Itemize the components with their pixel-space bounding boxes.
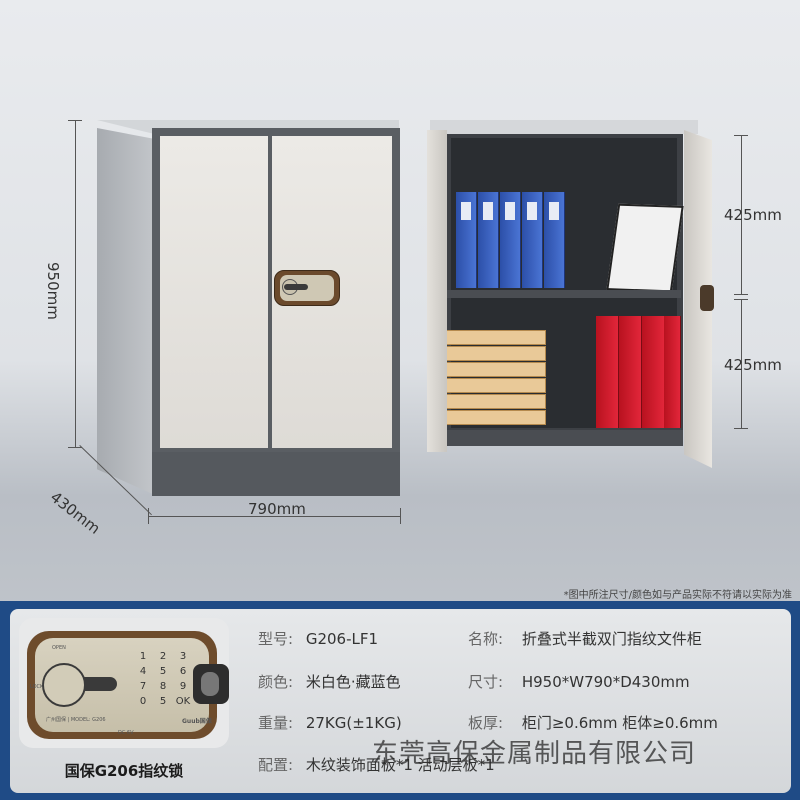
key: 4 <box>139 666 147 677</box>
spec-value: G206-LF1 <box>305 630 379 648</box>
spec-color: 颜色: 米白色·藏蓝色 <box>258 671 401 692</box>
spec-value: 米白色·藏蓝色 <box>305 673 401 691</box>
mid-tick-1 <box>734 294 748 295</box>
door-lock-inner <box>700 285 714 311</box>
open-cabinet-top <box>430 120 698 134</box>
key: 1 <box>139 651 147 662</box>
spec-key: 名称: <box>468 630 504 648</box>
width-dimension-line <box>148 516 400 517</box>
spec-config: 配置: 木纹装饰面板*1 活动层板*1 <box>258 754 495 775</box>
lock-knob <box>42 663 86 707</box>
key: 0 <box>139 696 147 707</box>
key: OK <box>175 696 191 707</box>
width-label: 790mm <box>248 500 306 518</box>
height-tick-top <box>68 120 82 121</box>
company-watermark: 东莞高保金属制品有限公司 <box>372 739 697 769</box>
upper-compartment-label: 425mm <box>724 206 782 224</box>
width-tick-left <box>148 508 149 524</box>
lower-tick-bottom <box>734 428 748 429</box>
red-file-box <box>642 316 665 428</box>
depth-label: 430mm <box>46 488 104 538</box>
spec-thickness: 板厚: 柜门≥0.6mm 柜体≥0.6mm <box>468 712 718 733</box>
spec-value: H950*W790*D430mm <box>521 673 690 691</box>
spec-key: 配置: <box>258 756 294 774</box>
spec-key: 重量: <box>258 714 294 732</box>
file-box <box>446 330 546 345</box>
file-box <box>446 346 546 361</box>
cabinet-side-panel <box>97 128 155 495</box>
height-label: 950mm <box>44 262 62 320</box>
blue-binder <box>544 192 565 288</box>
mid-tick-2 <box>734 299 748 300</box>
key: 3 <box>179 651 187 662</box>
spec-value: 27KG(±1KG) <box>305 714 402 732</box>
upper-tick-top <box>734 135 748 136</box>
open-left-door <box>427 130 447 452</box>
upper-dimension-line <box>741 135 742 295</box>
left-door <box>160 136 268 448</box>
adjustable-shelf <box>447 290 681 298</box>
key: 5 <box>159 696 167 707</box>
disclaimer-note: *图中所注尺寸/颜色如与产品实际不符请以实际为准 <box>563 590 792 601</box>
blue-binder <box>522 192 543 288</box>
height-tick-bottom <box>68 447 82 448</box>
key: 9 <box>179 681 187 692</box>
lock-dc-label: DC 6V <box>118 730 134 736</box>
spec-name: 名称: 折叠式半截双门指纹文件柜 <box>468 628 702 649</box>
spec-value: 折叠式半截双门指纹文件柜 <box>521 630 702 648</box>
red-file-box <box>619 316 642 428</box>
lower-compartment-label: 425mm <box>724 356 782 374</box>
lock-brand: Guub国保 <box>182 718 212 725</box>
cabinet-plinth <box>152 452 400 496</box>
file-box <box>446 362 546 377</box>
fingerprint-lock-small <box>274 270 340 306</box>
blue-binder <box>478 192 499 288</box>
key: 8 <box>159 681 167 692</box>
spec-value: 木纹装饰面板*1 活动层板*1 <box>305 756 495 774</box>
height-dimension-line <box>75 120 76 448</box>
spec-weight: 重量: 27KG(±1KG) <box>258 712 402 733</box>
spec-model: 型号: G206-LF1 <box>258 628 378 649</box>
lower-dimension-line <box>741 300 742 428</box>
spec-key: 板厚: <box>468 714 504 732</box>
spec-value: 柜门≥0.6mm 柜体≥0.6mm <box>521 714 718 732</box>
blue-binder <box>500 192 521 288</box>
keypad: 1 2 3 4 5 6 7 8 9 0 5 OK <box>133 651 193 707</box>
blue-binder <box>456 192 477 288</box>
spec-size: 尺寸: H950*W790*D430mm <box>468 671 690 692</box>
lock-model-small: 广州国保 | MODEL: G206 <box>46 717 106 723</box>
lock-open-label: OPEN <box>52 645 66 651</box>
spec-key: 型号: <box>258 630 294 648</box>
file-box <box>446 378 546 393</box>
key: 6 <box>179 666 187 677</box>
certificate-frame <box>606 203 684 293</box>
width-tick-right <box>400 508 401 524</box>
red-file-box <box>596 316 619 428</box>
open-cabinet-bottom <box>443 430 683 446</box>
fingerprint-sensor-pad <box>201 672 219 696</box>
red-file-box <box>664 316 681 428</box>
lock-caption: 国保G206指纹锁 <box>64 762 184 780</box>
key: 7 <box>139 681 147 692</box>
file-box <box>446 394 546 409</box>
spec-key: 尺寸: <box>468 673 504 691</box>
key: 5 <box>159 666 167 677</box>
spec-key: 颜色: <box>258 673 294 691</box>
lock-lock-label: LOCK <box>30 684 44 690</box>
file-box <box>446 410 546 425</box>
key: 2 <box>159 651 167 662</box>
